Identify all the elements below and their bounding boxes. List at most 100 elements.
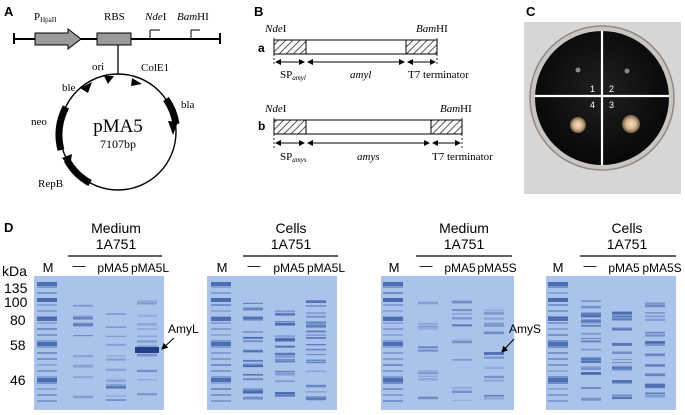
lane-band [418,372,438,375]
panel-c: C 1 2 3 4 [524,4,681,194]
lane-band [581,360,601,363]
neo-arc [55,105,70,151]
ladder-smear [37,328,57,330]
lane-band [106,358,126,361]
amyl-band [135,347,159,353]
lane-band [418,346,438,348]
lane-band [645,395,665,398]
lane-band [106,326,126,328]
lane-band [612,343,632,346]
ladder-smear [211,340,231,342]
gel-2-title: Cells [275,220,306,236]
ladder-smear [211,292,231,294]
lane-band [275,335,295,337]
rbs-label: RBS [104,11,125,23]
lane-band [306,349,326,351]
lane-band [306,391,326,393]
ladder-smear [383,346,403,348]
lane-band [275,321,295,323]
lane-band [484,325,504,327]
ladder-smear [211,352,231,354]
ladder-smear [383,340,403,342]
marker-band [548,298,568,302]
lane-band [243,331,263,333]
marker-46: 46 [10,372,26,388]
gel-4-lane-neg: — [584,258,597,273]
lane-band [137,335,157,338]
marker-band [211,282,231,286]
lane-band [106,385,126,389]
plasmid-name: pMA5 [93,116,143,137]
lane-band [137,341,157,343]
gel-4-lane-m: M [553,260,564,275]
row-b-label: b [258,119,265,133]
lane-band [73,322,93,325]
ladder-smear [548,334,568,336]
lane-band [306,384,326,388]
gel-4-lane-pma5: pMA5 [608,261,640,275]
row-b-gene: amys [357,151,380,163]
lane-band [137,314,157,317]
lane-band [418,370,438,373]
lane-band [645,385,665,388]
ladder-smear [383,298,403,300]
lane-band [275,313,295,316]
ladder-smear [37,310,57,312]
gel-4-title: Cells [611,220,642,236]
lane-band [243,316,263,319]
lane-band [306,344,326,346]
gel-3-strain: 1A751 [444,236,485,252]
lane-band [581,337,601,340]
lane-band [306,321,326,324]
ladder-smear [37,376,57,378]
ladder-smear [383,394,403,396]
ladder-smear [548,352,568,354]
marker-band [383,378,403,382]
lane-band [243,365,263,368]
row-b-sp: SPamys [280,151,307,164]
gel-1-arrow-label: AmyL [168,322,199,336]
lane-band [73,315,93,318]
panel-a: A PHpaII RBS NdeI BamHI pMA5 7107bp [4,4,221,191]
row-b-gene-box [305,119,432,135]
lane-band [484,311,504,314]
lane-band [612,366,632,368]
amys-band [484,352,504,355]
ladder-smear [383,376,403,378]
lane-band [452,341,472,344]
lane-band [73,304,93,307]
lane-band [581,387,601,389]
ladder-smear [211,286,231,288]
lane-band [275,358,295,362]
lane-band [645,334,665,337]
gel-3-lane-pma5s: pMA5S [477,261,516,275]
ladder-smear [548,292,568,294]
panel-c-letter: C [526,4,536,19]
ladder-smear [211,328,231,330]
lane-band [275,380,295,383]
lane-band [645,341,665,344]
panel-a-letter: A [4,4,14,19]
lane-band [418,301,438,305]
gel-1: Medium 1A751 M — pMA5 pMA5L AmyL [34,220,199,410]
lane-band [306,361,326,363]
lane-band [612,311,632,314]
row-a-term-box [405,39,438,55]
gel-1-lane-pma5: pMA5 [97,261,129,275]
lane-band [73,397,93,399]
lane-band [612,362,632,364]
lane-band [418,375,438,377]
ladder-smear [211,322,231,324]
lane-band [106,368,126,372]
lane-band [306,330,326,333]
lane-band [243,359,263,362]
lane-band [418,349,438,352]
lane-band [243,388,263,391]
lane-band [243,307,263,311]
lane-band [306,348,326,351]
marker-band [383,282,403,286]
lane-band [612,351,632,354]
gel-2-lane-pma5l: pMA5L [307,261,345,275]
marker-58: 58 [10,337,26,353]
ladder-smear [37,358,57,360]
